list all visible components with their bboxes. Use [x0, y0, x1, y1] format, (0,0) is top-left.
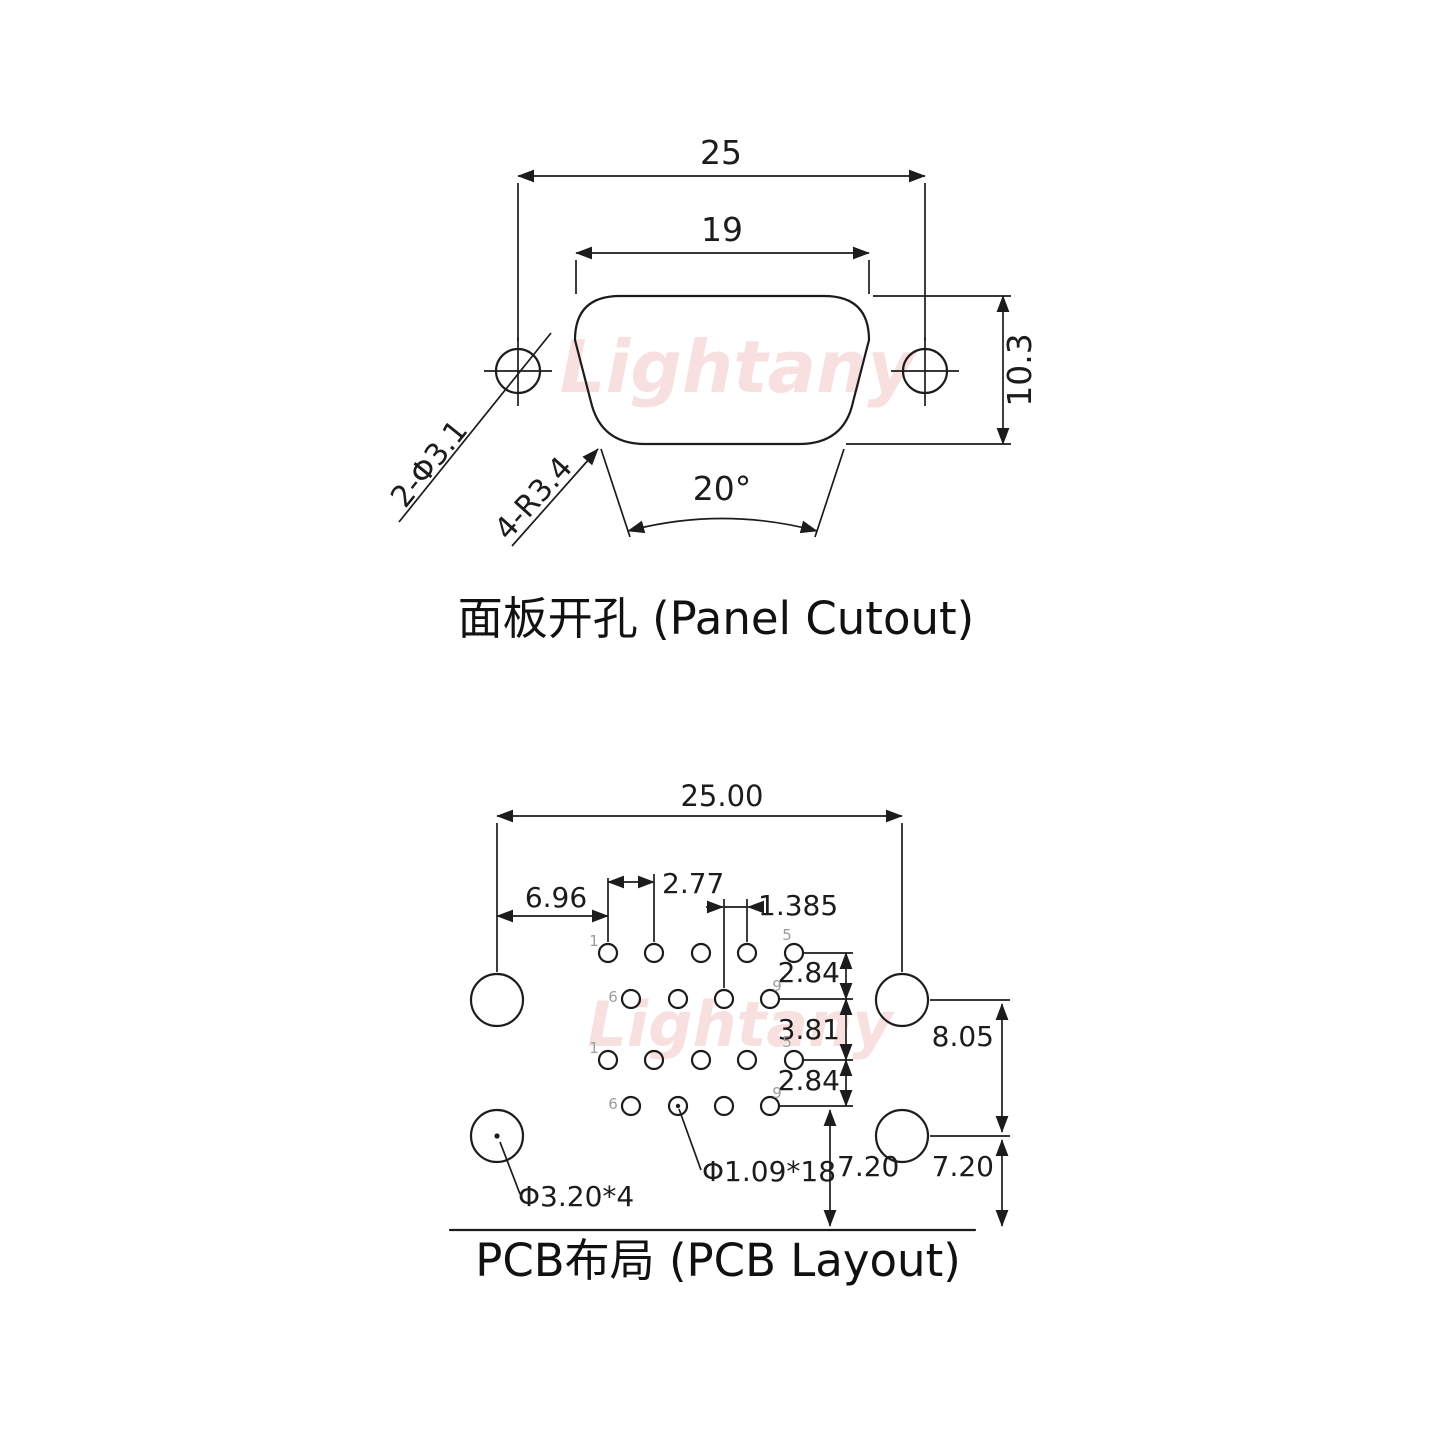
- pin-hole: [620, 988, 642, 1010]
- label-mount-holes: 2-Φ3.1: [384, 414, 475, 515]
- pin-hole: [620, 1095, 642, 1117]
- leader-line: [511, 448, 599, 547]
- pin-hole: [713, 1095, 735, 1117]
- leader-line: [499, 1141, 521, 1195]
- pcb-layout-dimensions: [496, 809, 1010, 1227]
- leader-line: [678, 1108, 702, 1171]
- pcb-mount-hole-bottom-left: [469, 1108, 525, 1164]
- pin-hole: [597, 942, 619, 964]
- dim-label-angle: 20°: [693, 469, 752, 508]
- pin-hole: [690, 1049, 712, 1071]
- pin-hole: [667, 988, 689, 1010]
- dim-label-pin-pitch: 2.77: [662, 867, 724, 900]
- angle-arc: [627, 517, 818, 534]
- dim-label-inner-width: 19: [701, 210, 743, 249]
- pin-hole: [597, 1049, 619, 1071]
- pin-hole: [736, 1049, 758, 1071]
- label-mount-hole-size: Φ3.20*4: [518, 1180, 634, 1213]
- dim-label-row-gap-upper: 2.84: [778, 956, 840, 989]
- pin-hole-center-dot: [675, 1103, 681, 1109]
- pcb-mount-hole-top-right: [874, 972, 930, 1028]
- angle-extension: [814, 448, 845, 538]
- pin-number-lower-9: 9: [772, 1084, 782, 1102]
- dsub-cutout-outline: [573, 294, 871, 446]
- pcb-layout-labels: 25.00 6.96 2.77 1.385 2.84 3.81 2.84 8.0…: [475, 779, 994, 1287]
- label-pin-hole-size: Φ1.09*18: [702, 1155, 836, 1188]
- dim-label-mount-span: 25.00: [680, 779, 763, 813]
- pin-number-upper-1: 1: [589, 932, 599, 950]
- pin-hole: [667, 1095, 689, 1117]
- pcb-layout-geometry: [448, 942, 977, 1232]
- angle-extension: [600, 448, 631, 538]
- pin-hole: [690, 942, 712, 964]
- label-corner-radius: 4-R3.4: [488, 450, 580, 547]
- pin-number-lower-1: 1: [589, 1039, 599, 1057]
- pin-number-upper-9: 9: [772, 977, 782, 995]
- dim-label-outer-width: 25: [700, 133, 742, 172]
- dim-label-height: 10.3: [1000, 333, 1039, 406]
- panel-cutout-title: 面板开孔 (Panel Cutout): [458, 592, 974, 645]
- pin-number-upper-5: 5: [782, 926, 792, 944]
- pcb-mount-hole-top-left: [469, 972, 525, 1028]
- pin-hole: [643, 1049, 665, 1071]
- pin-number-upper-6: 6: [608, 988, 618, 1006]
- pin-hole: [643, 942, 665, 964]
- leader-line: [398, 332, 552, 523]
- dim-label-group-gap: 3.81: [778, 1013, 840, 1046]
- pcb-layout-title: PCB布局 (PCB Layout): [475, 1234, 961, 1287]
- dim-label-edge-to-pin1: 6.96: [525, 881, 587, 914]
- watermark-top: Lightany: [560, 325, 918, 409]
- mount-hole-center-dot: [494, 1133, 500, 1139]
- pin-number-lower-5: 5: [782, 1033, 792, 1051]
- pin-hole: [736, 942, 758, 964]
- pin-number-lower-6: 6: [608, 1095, 618, 1113]
- dim-label-mount-row-gap: 8.05: [932, 1020, 994, 1053]
- panel-cutout-dimensions: [398, 169, 1011, 547]
- dim-label-pin-to-edge: 7.20: [837, 1150, 899, 1183]
- pcb-mount-hole-bottom-right: [874, 1108, 930, 1164]
- pin-hole: [713, 988, 735, 1010]
- dim-label-row-gap-lower: 2.84: [778, 1064, 840, 1097]
- dim-label-row-offset: 1.385: [758, 889, 838, 922]
- dim-label-mount-to-edge: 7.20: [932, 1150, 994, 1183]
